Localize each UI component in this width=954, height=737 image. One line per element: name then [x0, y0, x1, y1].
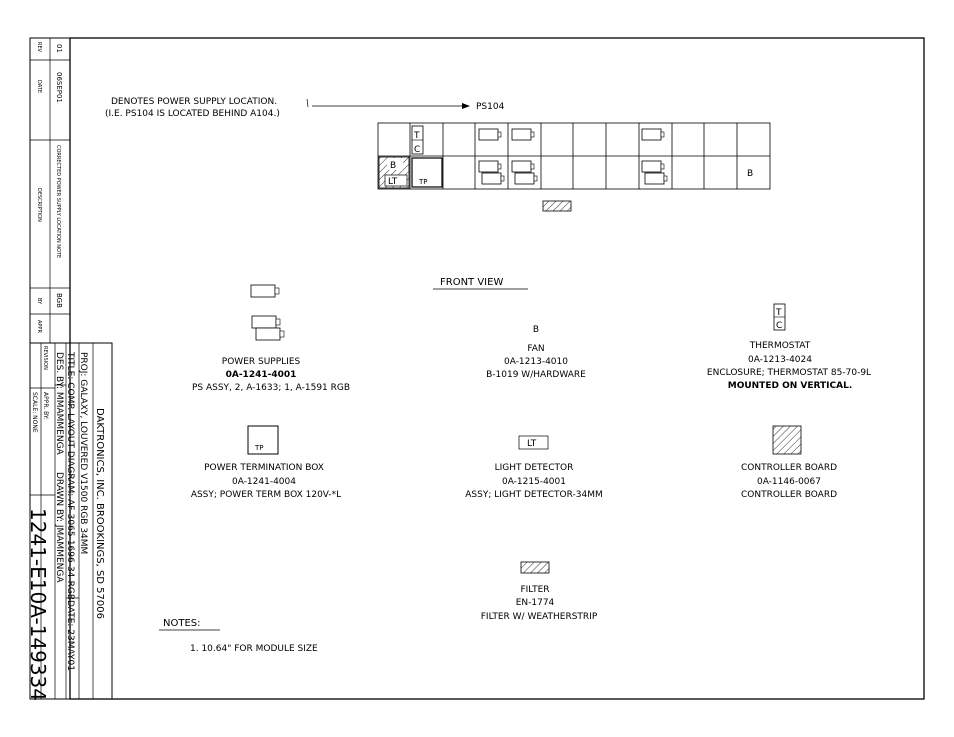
ld-desc: ASSY; LIGHT DETECTOR-34MM: [465, 490, 603, 500]
grid-power-supply-4: [478, 160, 505, 185]
grid-c-label: C: [414, 145, 420, 155]
filter-desc: FILTER W/ WEATHERSTRIP: [481, 612, 598, 622]
description-header: DESCRIPTION: [36, 188, 42, 222]
date-entry: 06SEP01: [55, 72, 63, 103]
ptb-desc: ASSY; POWER TERM BOX 120V-*L: [191, 490, 341, 500]
revision-block: REV DATE DESCRIPTION BY APPR 01 06SEP01 …: [29, 37, 71, 344]
grid-power-supply-1: [478, 128, 502, 141]
revision-label: REVISION: [42, 346, 48, 370]
callout-line-1: DENOTES POWER SUPPLY LOCATION.: [111, 97, 277, 107]
drawing-date: DATE: 23MAY01: [65, 600, 75, 671]
legend-thermostat: T C THERMOSTAT 0A-1213-4024 ENCLOSURE; T…: [707, 303, 871, 391]
ptb-part: 0A-1241-4004: [232, 477, 296, 487]
grid-power-supply-3: [641, 128, 665, 141]
appr-header: APPR: [36, 320, 42, 333]
drawing-number: 1241-E10A-149334: [26, 508, 50, 701]
thermostat-name: THERMOSTAT: [749, 341, 811, 351]
thermostat-sym-c: C: [776, 321, 782, 331]
fan-symbol: B: [533, 325, 539, 335]
rev-header: REV: [36, 42, 42, 53]
power-supply-callout: DENOTES POWER SUPPLY LOCATION. (I.E. PS1…: [105, 97, 505, 119]
grid-b-label: B: [390, 161, 396, 171]
thermostat-desc: ENCLOSURE; THERMOSTAT 85-70-9L: [707, 368, 871, 378]
module-grid: T C B LT TP: [377, 122, 771, 190]
front-view-label: FRONT VIEW: [440, 277, 503, 288]
drawn-by: DRAWN BY: JMAMMENGA: [54, 472, 64, 583]
fan-name: FAN: [527, 344, 544, 354]
designer: DES. BY: MMAMMENGA: [54, 352, 64, 456]
grid-power-supply-6: [641, 160, 668, 185]
thermostat-note: MOUNTED ON VERTICAL.: [728, 381, 853, 391]
ps104-label: PS104: [476, 102, 505, 112]
filter-part: EN-1774: [516, 598, 555, 608]
filter-name: FILTER: [520, 585, 549, 595]
notes-heading: NOTES:: [163, 618, 201, 629]
ld-name: LIGHT DETECTOR: [495, 463, 574, 473]
drawing-border: [69, 37, 925, 700]
cb-name: CONTROLLER BOARD: [741, 463, 837, 473]
ps-desc: PS ASSY, 2, A-1633; 1, A-1591 RGB: [192, 383, 350, 393]
legend-filter: FILTER EN-1774 FILTER W/ WEATHERSTRIP: [481, 561, 598, 622]
fan-desc: B-1019 W/HARDWARE: [486, 370, 586, 380]
ps-part: 0A-1241-4001: [226, 370, 297, 380]
legend-ptb: TP POWER TERMINATION BOX 0A-1241-4004 AS…: [191, 425, 341, 500]
legend-power-supplies: POWER SUPPLIES 0A-1241-4001 PS ASSY, 2, …: [192, 284, 350, 393]
ptb-symbol: TP: [254, 444, 264, 452]
by-header: BY: [36, 298, 42, 305]
ld-symbol: LT: [527, 439, 537, 449]
by-entry: BGB: [55, 293, 63, 308]
scale-label: SCALE: NONE: [31, 392, 38, 433]
title-block: REVISION APPR. BY: SCALE: NONE DES. BY: …: [26, 342, 113, 701]
description-entry: CORRECTED POWER SUPPLY LOCATION NOTE: [55, 145, 61, 258]
note-1: 1. 10.64" FOR MODULE SIZE: [190, 644, 318, 654]
callout-line-2: (I.E. PS104 IS LOCATED BEHIND A104.): [105, 109, 280, 119]
grid-power-supply-5: [511, 160, 538, 185]
thermostat-sym-t: T: [775, 308, 782, 318]
cb-part: 0A-1146-0067: [757, 477, 821, 487]
grid-filter-icon: [542, 200, 572, 212]
drawing-title: TITLE: COMP. LAYOUT DIAGRAM: AF-3065-169…: [65, 351, 75, 600]
legend-controller-board: CONTROLLER BOARD 0A-1146-0067 CONTROLLER…: [741, 425, 837, 500]
grid-tp-label: TP: [418, 178, 428, 186]
legend-fan: B FAN 0A-1213-4010 B-1019 W/HARDWARE: [486, 325, 586, 380]
cb-desc: CONTROLLER BOARD: [741, 490, 837, 500]
ptb-name: POWER TERMINATION BOX: [204, 463, 324, 473]
rev-entry: 01: [55, 44, 63, 53]
approved-by: APPR. BY:: [42, 392, 49, 420]
company-name: DAKTRONICS, INC. BROOKINGS, SD 57006: [94, 408, 105, 619]
grid-lt-label: LT: [388, 177, 398, 187]
notes: NOTES: 1. 10.64" FOR MODULE SIZE: [159, 618, 318, 654]
project-name: PROJ: GALAXY, LOUVERED V1500 RGB 34MM: [78, 352, 88, 554]
grid-t-label: T: [413, 131, 420, 141]
thermostat-part: 0A-1213-4024: [748, 355, 812, 365]
grid-power-supply-2: [511, 128, 535, 141]
ld-part: 0A-1215-4001: [502, 477, 566, 487]
ps-name: POWER SUPPLIES: [222, 357, 301, 367]
date-header: DATE: [36, 80, 42, 93]
legend-light-detector: LT LIGHT DETECTOR 0A-1215-4001 ASSY; LIG…: [465, 435, 603, 500]
grid-fan-label: B: [747, 169, 753, 179]
fan-part: 0A-1213-4010: [504, 357, 568, 367]
